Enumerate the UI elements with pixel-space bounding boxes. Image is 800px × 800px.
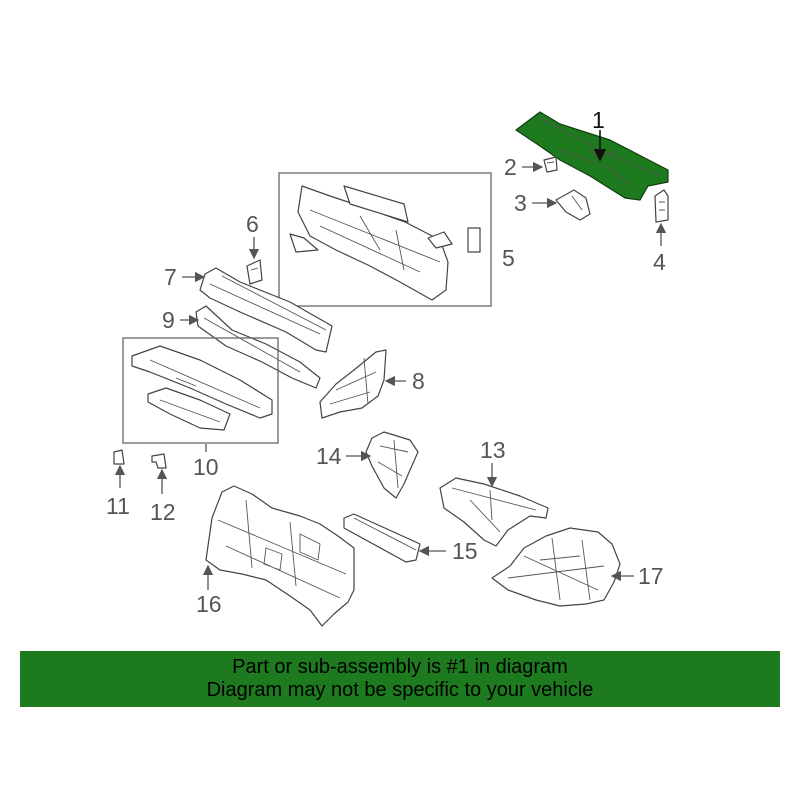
part-17-floor-pan[interactable]: [491, 527, 621, 607]
part-12-clip[interactable]: [151, 453, 167, 469]
callout-16: 16: [196, 591, 222, 617]
callout-14: 14: [316, 443, 342, 469]
assembly-box-10: [122, 337, 279, 444]
callout-17: 17: [638, 563, 664, 589]
part-6-bracket[interactable]: [246, 259, 263, 285]
callout-4: 4: [653, 249, 666, 275]
callout-3: 3: [514, 190, 527, 216]
callout-6: 6: [246, 211, 259, 237]
callout-9: 9: [162, 307, 175, 333]
callout-8: 8: [412, 368, 425, 394]
part-2-bracket[interactable]: [543, 156, 558, 173]
callout-2: 2: [504, 154, 517, 180]
part-13-bracket[interactable]: [439, 477, 549, 547]
part-7-crossmember[interactable]: [199, 267, 333, 353]
info-banner: Part or sub-assembly is #1 in diagram Di…: [20, 651, 780, 707]
callout-12: 12: [150, 499, 176, 525]
callout-5: 5: [502, 245, 515, 271]
assembly-box-5: [278, 172, 492, 307]
part-8-side-panel[interactable]: [319, 349, 387, 419]
part-10-floor-assembly[interactable]: [131, 345, 273, 431]
part-9-reinforcement[interactable]: [195, 305, 321, 389]
banner-line-2: Diagram may not be specific to your vehi…: [206, 679, 594, 701]
part-4-bracket[interactable]: [654, 189, 669, 223]
part-3-bracket[interactable]: [555, 189, 591, 221]
callout-1: 1: [592, 107, 605, 133]
callout-10: 10: [193, 454, 219, 480]
part-15-insulator[interactable]: [343, 513, 421, 563]
callout-13: 13: [480, 437, 506, 463]
banner-line-1: Part or sub-assembly is #1 in diagram: [232, 656, 568, 678]
callout-7: 7: [164, 264, 177, 290]
part-16-dash-insulator[interactable]: [205, 485, 355, 627]
callout-15: 15: [452, 538, 478, 564]
part-14-panel[interactable]: [365, 431, 419, 499]
part-5-dash-panel[interactable]: [289, 185, 481, 301]
callout-11: 11: [106, 493, 130, 519]
part-11-clip[interactable]: [113, 449, 125, 465]
